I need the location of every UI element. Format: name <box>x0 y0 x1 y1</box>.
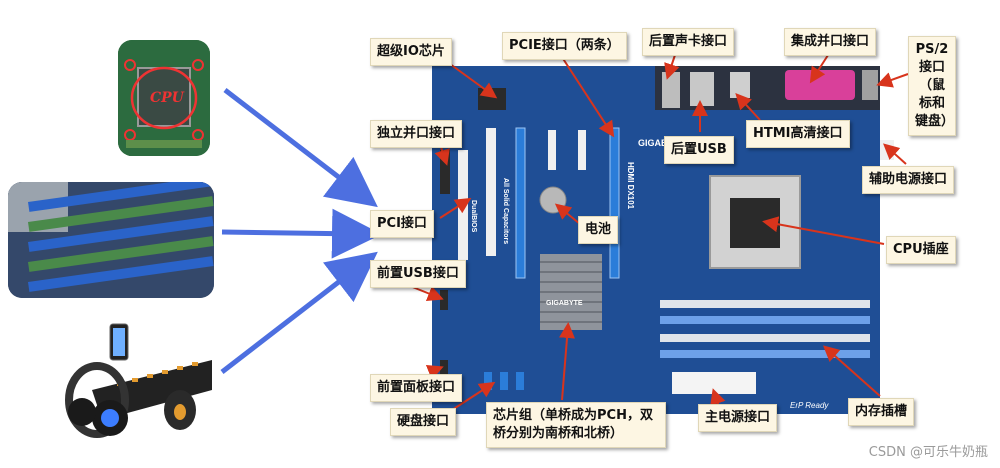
label-rear-usb: 后置USB <box>664 136 734 164</box>
label-aux-power: 辅助电源接口 <box>862 166 955 194</box>
pcie-x16-slot-2 <box>609 127 620 279</box>
arrow-memory-to-board <box>221 208 382 259</box>
arrow-peripherals-to-board <box>220 251 378 374</box>
label-independent-parallel: 独立并口接口 <box>370 120 463 148</box>
label-hdmi: HTMI高清接口 <box>746 120 850 148</box>
label-battery: 电池 <box>578 216 619 244</box>
board-solid-caps-text: All Solid Capacitors <box>502 178 509 244</box>
independent-parallel-header <box>440 150 450 194</box>
pointer-front-panel <box>425 365 444 380</box>
pointer-pcie <box>559 53 615 138</box>
memory-illustration <box>8 182 214 298</box>
memory-slot-3 <box>660 334 870 342</box>
sata-port-1 <box>484 372 492 390</box>
label-memory: 内存插槽 <box>848 398 915 426</box>
board-dualbios-text: DualBIOS <box>470 200 477 233</box>
pointer-aux-power <box>883 143 907 165</box>
memory-slots-thumbnail <box>8 182 214 298</box>
pointer-pci <box>439 197 472 219</box>
pointer-memory <box>823 345 881 397</box>
label-hdd: 硬盘接口 <box>390 408 457 436</box>
label-front-panel: 前置面板接口 <box>370 374 463 402</box>
pointer-ps2 <box>876 72 909 88</box>
pointer-rear-audio <box>664 51 680 80</box>
pcie-x1-slot-1 <box>578 130 586 170</box>
sata-port-3 <box>516 372 524 390</box>
arrow-cpu-to-board <box>223 88 378 208</box>
chipset-brand-text: GIGABYTE <box>546 300 583 307</box>
label-rear-audio: 后置声卡接口 <box>642 28 735 56</box>
pointer-hdmi <box>735 93 761 121</box>
motherboard <box>432 66 894 414</box>
sata-port-2 <box>500 372 508 390</box>
pci-slot-1 <box>486 128 496 256</box>
label-super-io: 超级IO芯片 <box>370 38 452 66</box>
label-pci: PCI接口 <box>370 210 434 238</box>
parallel-port-connector <box>785 70 855 100</box>
cpu-socket-illustration <box>118 40 210 156</box>
pointer-cpu <box>762 216 885 245</box>
label-main-power: 主电源接口 <box>698 404 778 432</box>
pcie-x1-slot-2 <box>548 130 556 170</box>
label-cpu-socket: CPU插座 <box>886 236 956 264</box>
front-panel-header <box>440 360 448 380</box>
audio-connector <box>662 72 680 108</box>
cpu-socket-thumbnail: CPU <box>118 40 210 156</box>
usb-connector <box>690 72 714 106</box>
pointer-super-io <box>449 63 498 99</box>
label-pcie: PCIE接口（两条） <box>502 32 627 60</box>
label-chipset: 芯片组（单桥成为PCH，双桥分别为南桥和北桥） <box>486 402 666 448</box>
board-brand-text: GIGABYTE <box>638 138 685 148</box>
peripherals-illustration <box>65 323 212 438</box>
front-usb-header <box>440 290 448 310</box>
label-ps2: PS/2接口（鼠标和键盘） <box>908 36 956 136</box>
csdn-watermark: CSDN @可乐牛奶瓶 <box>868 445 988 460</box>
label-front-usb: 前置USB接口 <box>370 260 466 288</box>
memory-slot-2 <box>660 316 870 324</box>
ps2-connector <box>862 70 878 100</box>
memory-slot-4 <box>660 350 870 358</box>
cpu-handwritten-text: CPU <box>150 90 184 106</box>
label-parallel: 集成并口接口 <box>784 28 877 56</box>
board-model-text: HDMI DX101 <box>626 162 635 210</box>
pointer-chipset <box>559 322 576 401</box>
pointer-battery <box>554 203 581 225</box>
pointer-hdd <box>451 381 496 411</box>
main-power-connector <box>672 372 756 394</box>
pointer-parallel <box>809 51 831 84</box>
super-io-chip <box>478 88 506 110</box>
board-erp-text: ErP Ready <box>790 401 829 410</box>
keyboard-headset-thumbnail <box>62 320 212 442</box>
pcie-x16-slot-1 <box>515 127 526 279</box>
memory-slot-1 <box>660 300 870 308</box>
hdmi-connector <box>730 72 750 98</box>
